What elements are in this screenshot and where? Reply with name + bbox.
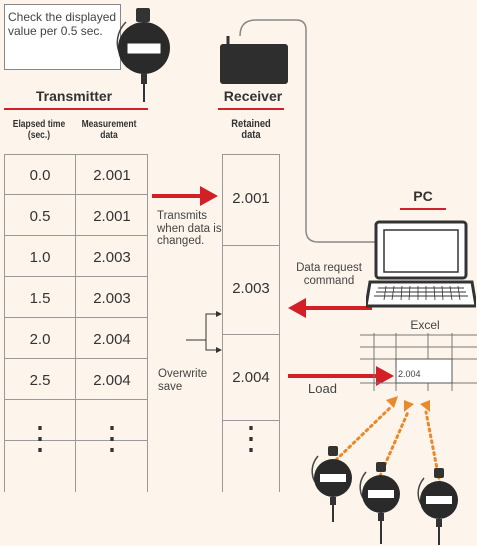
col-retained-header: Retained data: [231, 118, 271, 141]
overwrite-note: Overwrite save: [158, 368, 208, 393]
measurement-cell: 2.003: [93, 290, 131, 307]
ellipsis-retained: ⋮: [235, 420, 267, 456]
dial-gauge-icon: [359, 462, 400, 544]
measurement-cell: 2.004: [93, 372, 131, 389]
request-arrow: [288, 298, 372, 318]
receiver-title-underline: [218, 108, 284, 110]
dial-gauge-icon: [311, 446, 352, 522]
elapsed-cell: 0.0: [29, 167, 51, 184]
measurement-cell: 2.001: [93, 208, 131, 225]
receiver-title: Receiver: [223, 88, 283, 104]
receiver-device-icon: [220, 36, 288, 84]
pc-label: PC: [413, 188, 433, 204]
elapsed-cell: 1.5: [29, 290, 51, 307]
elapsed-cell: 2.0: [29, 331, 51, 348]
elapsed-cell: 1.0: [29, 249, 51, 266]
laptop-icon: [366, 220, 476, 308]
col-measurement-header: Measurement data: [81, 119, 137, 141]
excel-cell-value: 2.004: [398, 369, 421, 379]
measurement-cell: 2.001: [93, 167, 131, 184]
elapsed-cell: 2.5: [29, 372, 51, 389]
excel-grid: [360, 333, 477, 391]
overwrite-arrow: [186, 313, 218, 351]
dial-gauge-icon: [417, 468, 458, 545]
retained-cell: 2.003: [232, 280, 270, 297]
check-box: [4, 4, 121, 70]
excel-label: Excel: [410, 318, 440, 332]
transmitter-title-underline: [4, 108, 148, 110]
transmitter-title: Transmitter: [35, 88, 113, 104]
check-box-text: Check the displayed value per 0.5 sec.: [8, 10, 117, 38]
pc-underline: [400, 208, 446, 210]
dial-gauge-icon: [116, 8, 170, 102]
measurement-cell: 2.004: [93, 331, 131, 348]
load-arrow: [288, 366, 394, 386]
transmit-arrow: [152, 186, 218, 206]
load-note: Load: [308, 381, 337, 396]
ellipsis-elapsed: ⋮: [24, 420, 56, 456]
col-elapsed-header: Elapsed time (sec.): [12, 119, 66, 141]
measurement-cell: 2.003: [93, 249, 131, 266]
receiver-table: [222, 154, 280, 492]
retained-cell: 2.001: [232, 190, 270, 207]
ellipsis-measurement: ⋮: [96, 420, 128, 456]
transmitter-table: [4, 154, 148, 492]
retained-cell: 2.004: [232, 369, 270, 386]
request-note: Data request command: [296, 262, 362, 287]
transmits-note: Transmits when data is changed.: [157, 210, 222, 247]
elapsed-cell: 0.5: [29, 208, 51, 225]
